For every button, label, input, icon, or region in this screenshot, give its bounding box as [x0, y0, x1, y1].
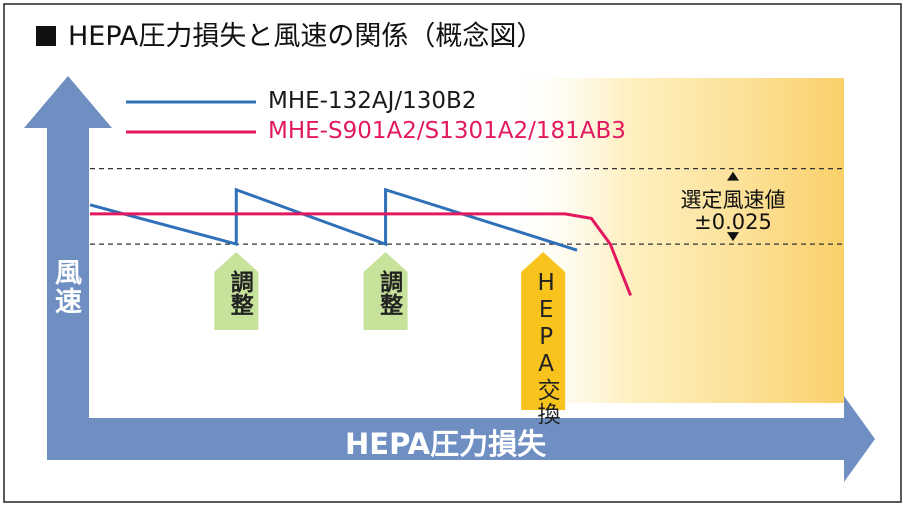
chart-title: HEPA圧力損失と風速の関係（概念図） [36, 14, 543, 53]
band-arrow-down-icon [727, 232, 739, 242]
series-line-2 [90, 212, 633, 296]
x-axis-label: HEPA圧力損失 [345, 427, 547, 461]
legend-label-series-1: MHE-132AJ/130B2 [268, 88, 477, 114]
band-label-name: 選定風速値 [680, 188, 786, 212]
series-line-1 [89, 187, 578, 252]
adjust-marker-label-1: 調整 [226, 270, 253, 316]
hepa-replace-marker-label: HEPA交換 [533, 270, 560, 426]
frame-border [3, 3, 902, 503]
annotation-marker-3 [521, 252, 566, 410]
adjust-marker-label-2: 調整 [375, 270, 402, 316]
band-label-tolerance: ±0.025 [694, 210, 772, 234]
title-bullet [36, 26, 56, 46]
y-axis-label: 風速 [50, 258, 81, 316]
annotation-marker-2 [363, 252, 408, 330]
annotation-marker-1 [214, 252, 259, 330]
chart-title-text: HEPA圧力損失と風速の関係（概念図） [68, 21, 544, 52]
legend-label-series-2: MHE-S901A2/S1301A2/181AB3 [268, 118, 626, 144]
band-arrow-up-icon [727, 171, 739, 181]
axes-arrows [24, 76, 875, 482]
